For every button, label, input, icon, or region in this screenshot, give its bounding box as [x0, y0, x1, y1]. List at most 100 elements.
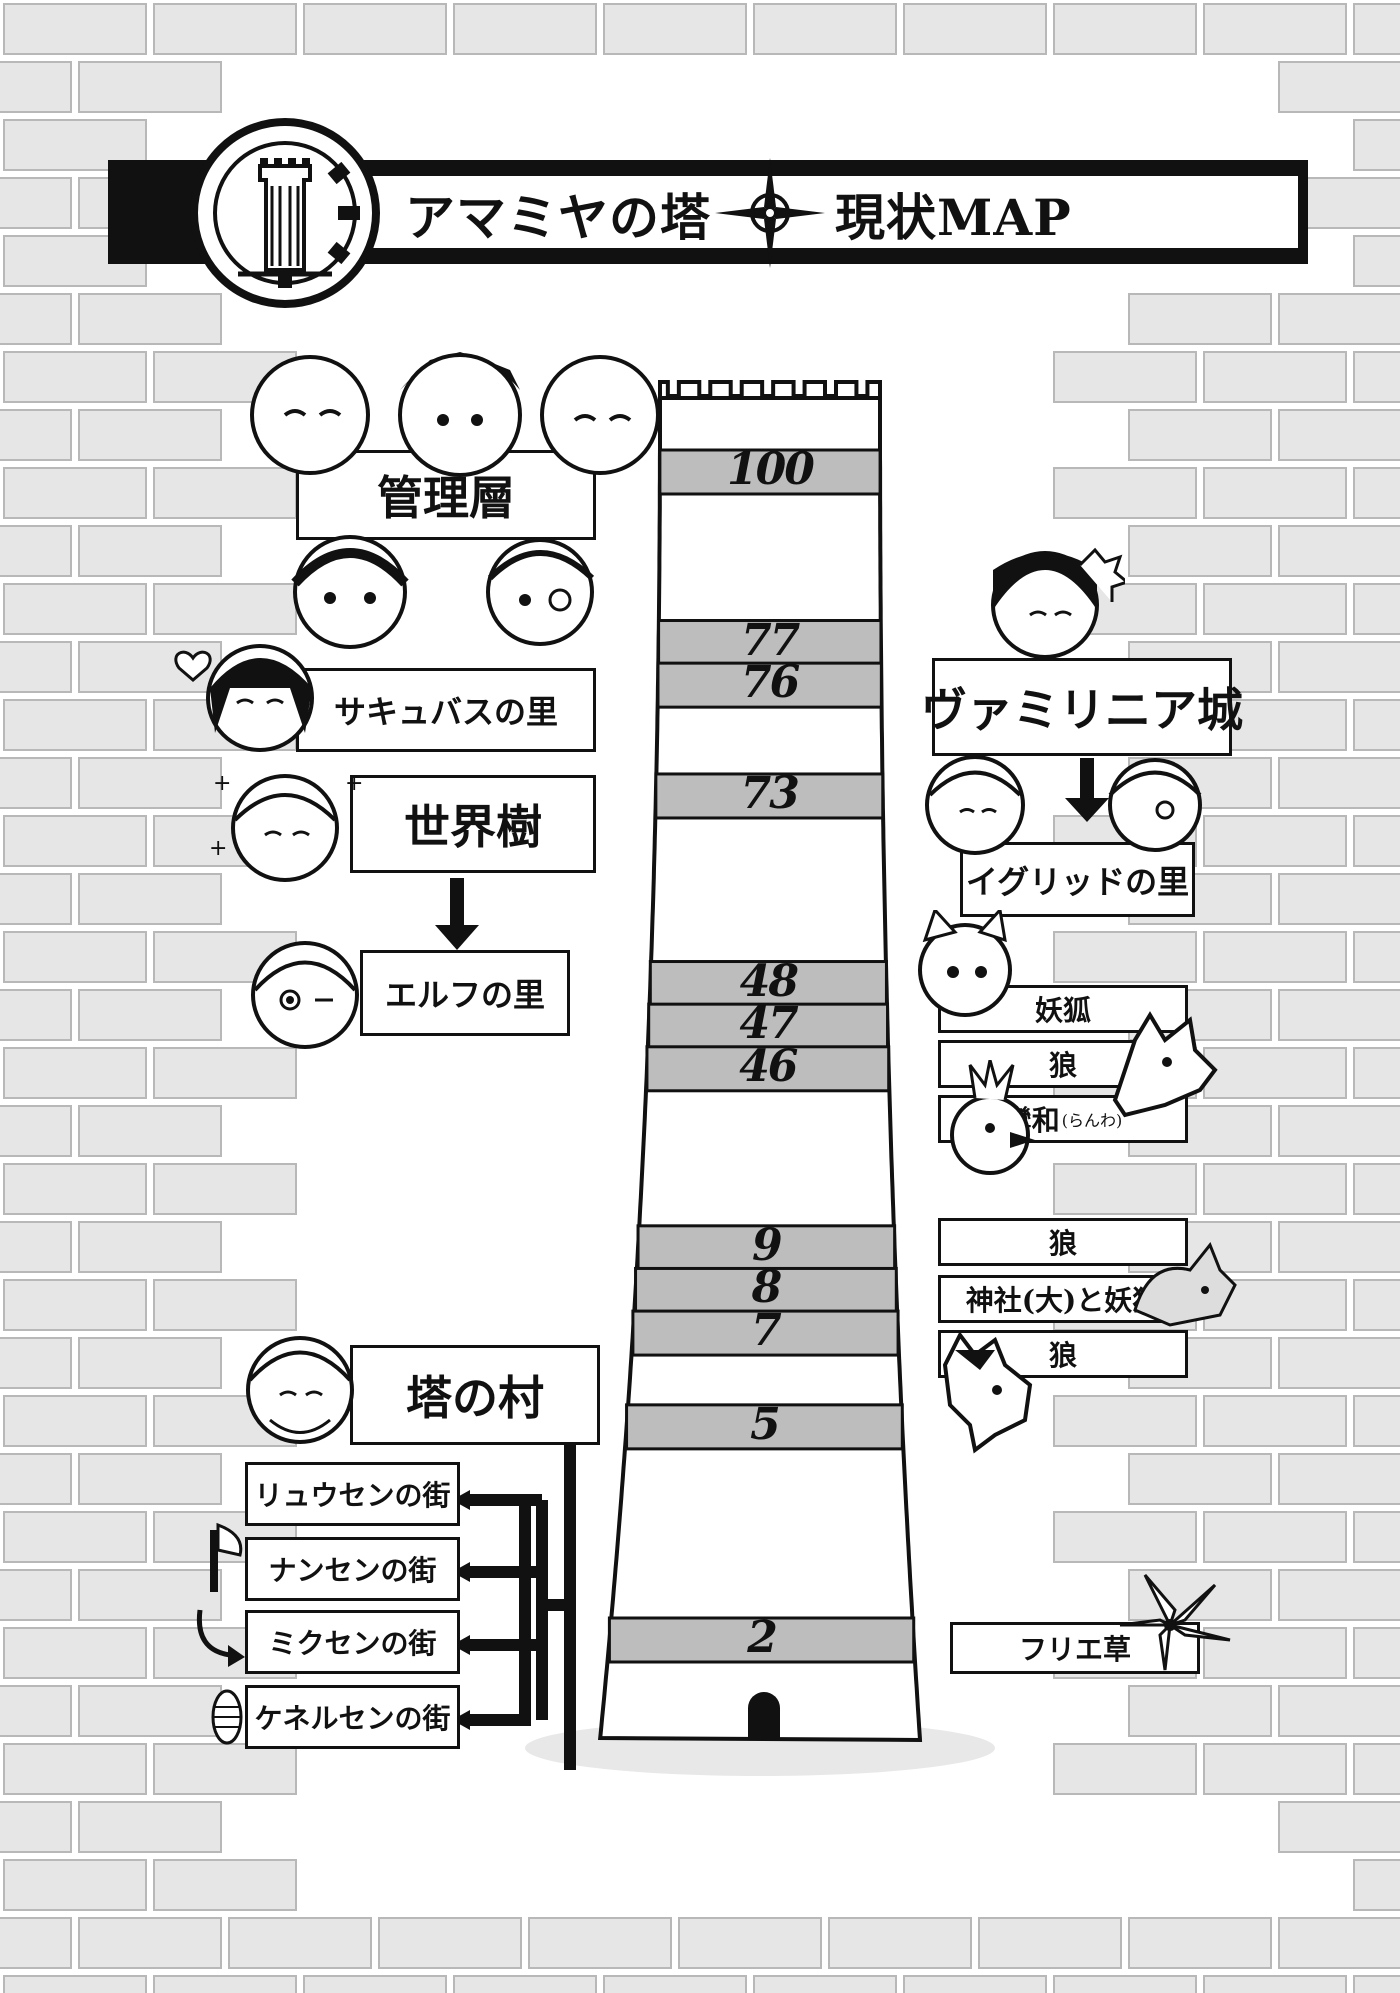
floor-band — [647, 1002, 890, 1050]
floor-number: 8 — [751, 1262, 783, 1314]
brick — [1278, 1221, 1400, 1273]
brick — [78, 989, 222, 1041]
floor-number: 2 — [747, 1612, 778, 1663]
brick — [0, 1569, 72, 1621]
brick — [1353, 583, 1400, 635]
brick — [1203, 1163, 1347, 1215]
brick — [1353, 119, 1400, 171]
brick — [1053, 467, 1197, 519]
label-kenerusen-town: ケネルセンの街 — [245, 1685, 460, 1749]
brick — [1278, 293, 1400, 345]
tower-emblem — [190, 118, 380, 308]
floor-number: 48 — [739, 955, 799, 1007]
brick — [303, 3, 447, 55]
corn-icon — [211, 1689, 243, 1745]
floor-band — [634, 1266, 898, 1314]
brick — [1278, 1685, 1400, 1737]
brick — [1353, 1511, 1400, 1563]
brick — [153, 1859, 297, 1911]
brick — [153, 583, 297, 635]
tower-village-character-illustration — [246, 1336, 354, 1444]
label-furie-grass: フリエ草 — [950, 1622, 1200, 1674]
brick — [1053, 3, 1197, 55]
brick — [3, 351, 147, 403]
banner-title-right: 現状MAP — [835, 188, 1072, 247]
floor-number: 9 — [752, 1219, 783, 1271]
brick — [3, 3, 147, 55]
brick — [3, 815, 147, 867]
ranwa-bird-illustration — [950, 1060, 1035, 1175]
brick — [78, 1221, 222, 1273]
brick — [3, 1279, 147, 1331]
floor-number: 5 — [750, 1398, 781, 1450]
furie-flower-illustration — [1119, 1574, 1231, 1671]
brick — [3, 1047, 147, 1099]
brick — [1128, 409, 1272, 461]
label-elf-village: エルフの里 — [360, 950, 570, 1036]
brick — [0, 293, 72, 345]
brick — [0, 1453, 72, 1505]
brick — [1278, 1917, 1400, 1969]
brick — [78, 1685, 222, 1737]
brick — [0, 641, 72, 693]
brick — [0, 1337, 72, 1389]
brick — [1128, 293, 1272, 345]
wolf-floor7-illustration — [942, 1331, 1033, 1454]
brick — [1353, 1163, 1400, 1215]
brick — [1353, 1859, 1400, 1911]
management-maid-characters-illustration — [291, 535, 595, 649]
brick — [3, 1511, 147, 1563]
wolf-head-illustration — [1112, 1011, 1218, 1118]
brick — [1128, 1453, 1272, 1505]
brick — [3, 467, 147, 519]
brick — [3, 1743, 147, 1795]
floor-number: 76 — [741, 657, 800, 709]
brick — [78, 293, 222, 345]
brick — [0, 1801, 72, 1853]
floor-number: 73 — [740, 767, 800, 819]
brick — [1353, 1743, 1400, 1795]
brick — [1203, 1627, 1347, 1679]
shrine-fox-illustration — [1133, 1242, 1237, 1327]
brick — [1203, 1743, 1347, 1795]
brick — [1353, 699, 1400, 751]
brick — [1353, 1395, 1400, 1447]
brick — [1053, 1395, 1197, 1447]
svg-text:+: + — [345, 771, 363, 796]
brick — [3, 583, 147, 635]
brick — [153, 1163, 297, 1215]
brick — [1128, 1569, 1272, 1621]
brick — [1353, 1975, 1400, 1993]
brick — [78, 409, 222, 461]
brick — [1203, 351, 1347, 403]
brick — [1353, 815, 1400, 867]
label-igrid-village: イグリッドの里 — [960, 842, 1195, 917]
floor-band — [631, 1309, 900, 1357]
floor-number: 7 — [751, 1305, 782, 1357]
arrow-down-icon — [450, 878, 464, 928]
brick — [78, 1801, 222, 1853]
brick — [78, 1917, 222, 1969]
brick — [78, 873, 222, 925]
brick — [303, 1975, 447, 1993]
vermillion-character-illustration — [991, 547, 1125, 659]
floor-band — [654, 772, 885, 820]
brick — [1353, 1627, 1400, 1679]
brick — [1353, 1047, 1400, 1099]
brick — [1278, 989, 1400, 1041]
floor-band — [658, 448, 882, 496]
igrid-characters-illustration — [925, 755, 1202, 855]
brick — [78, 1105, 222, 1157]
brick — [1128, 525, 1272, 577]
brick — [3, 699, 147, 751]
brick — [1278, 409, 1400, 461]
brick — [153, 3, 297, 55]
management-characters-illustration — [250, 352, 660, 477]
brick — [78, 757, 222, 809]
brick — [1128, 1685, 1272, 1737]
elf-character-illustration — [251, 941, 359, 1049]
brick — [453, 3, 597, 55]
brick — [0, 1105, 72, 1157]
brick — [0, 757, 72, 809]
